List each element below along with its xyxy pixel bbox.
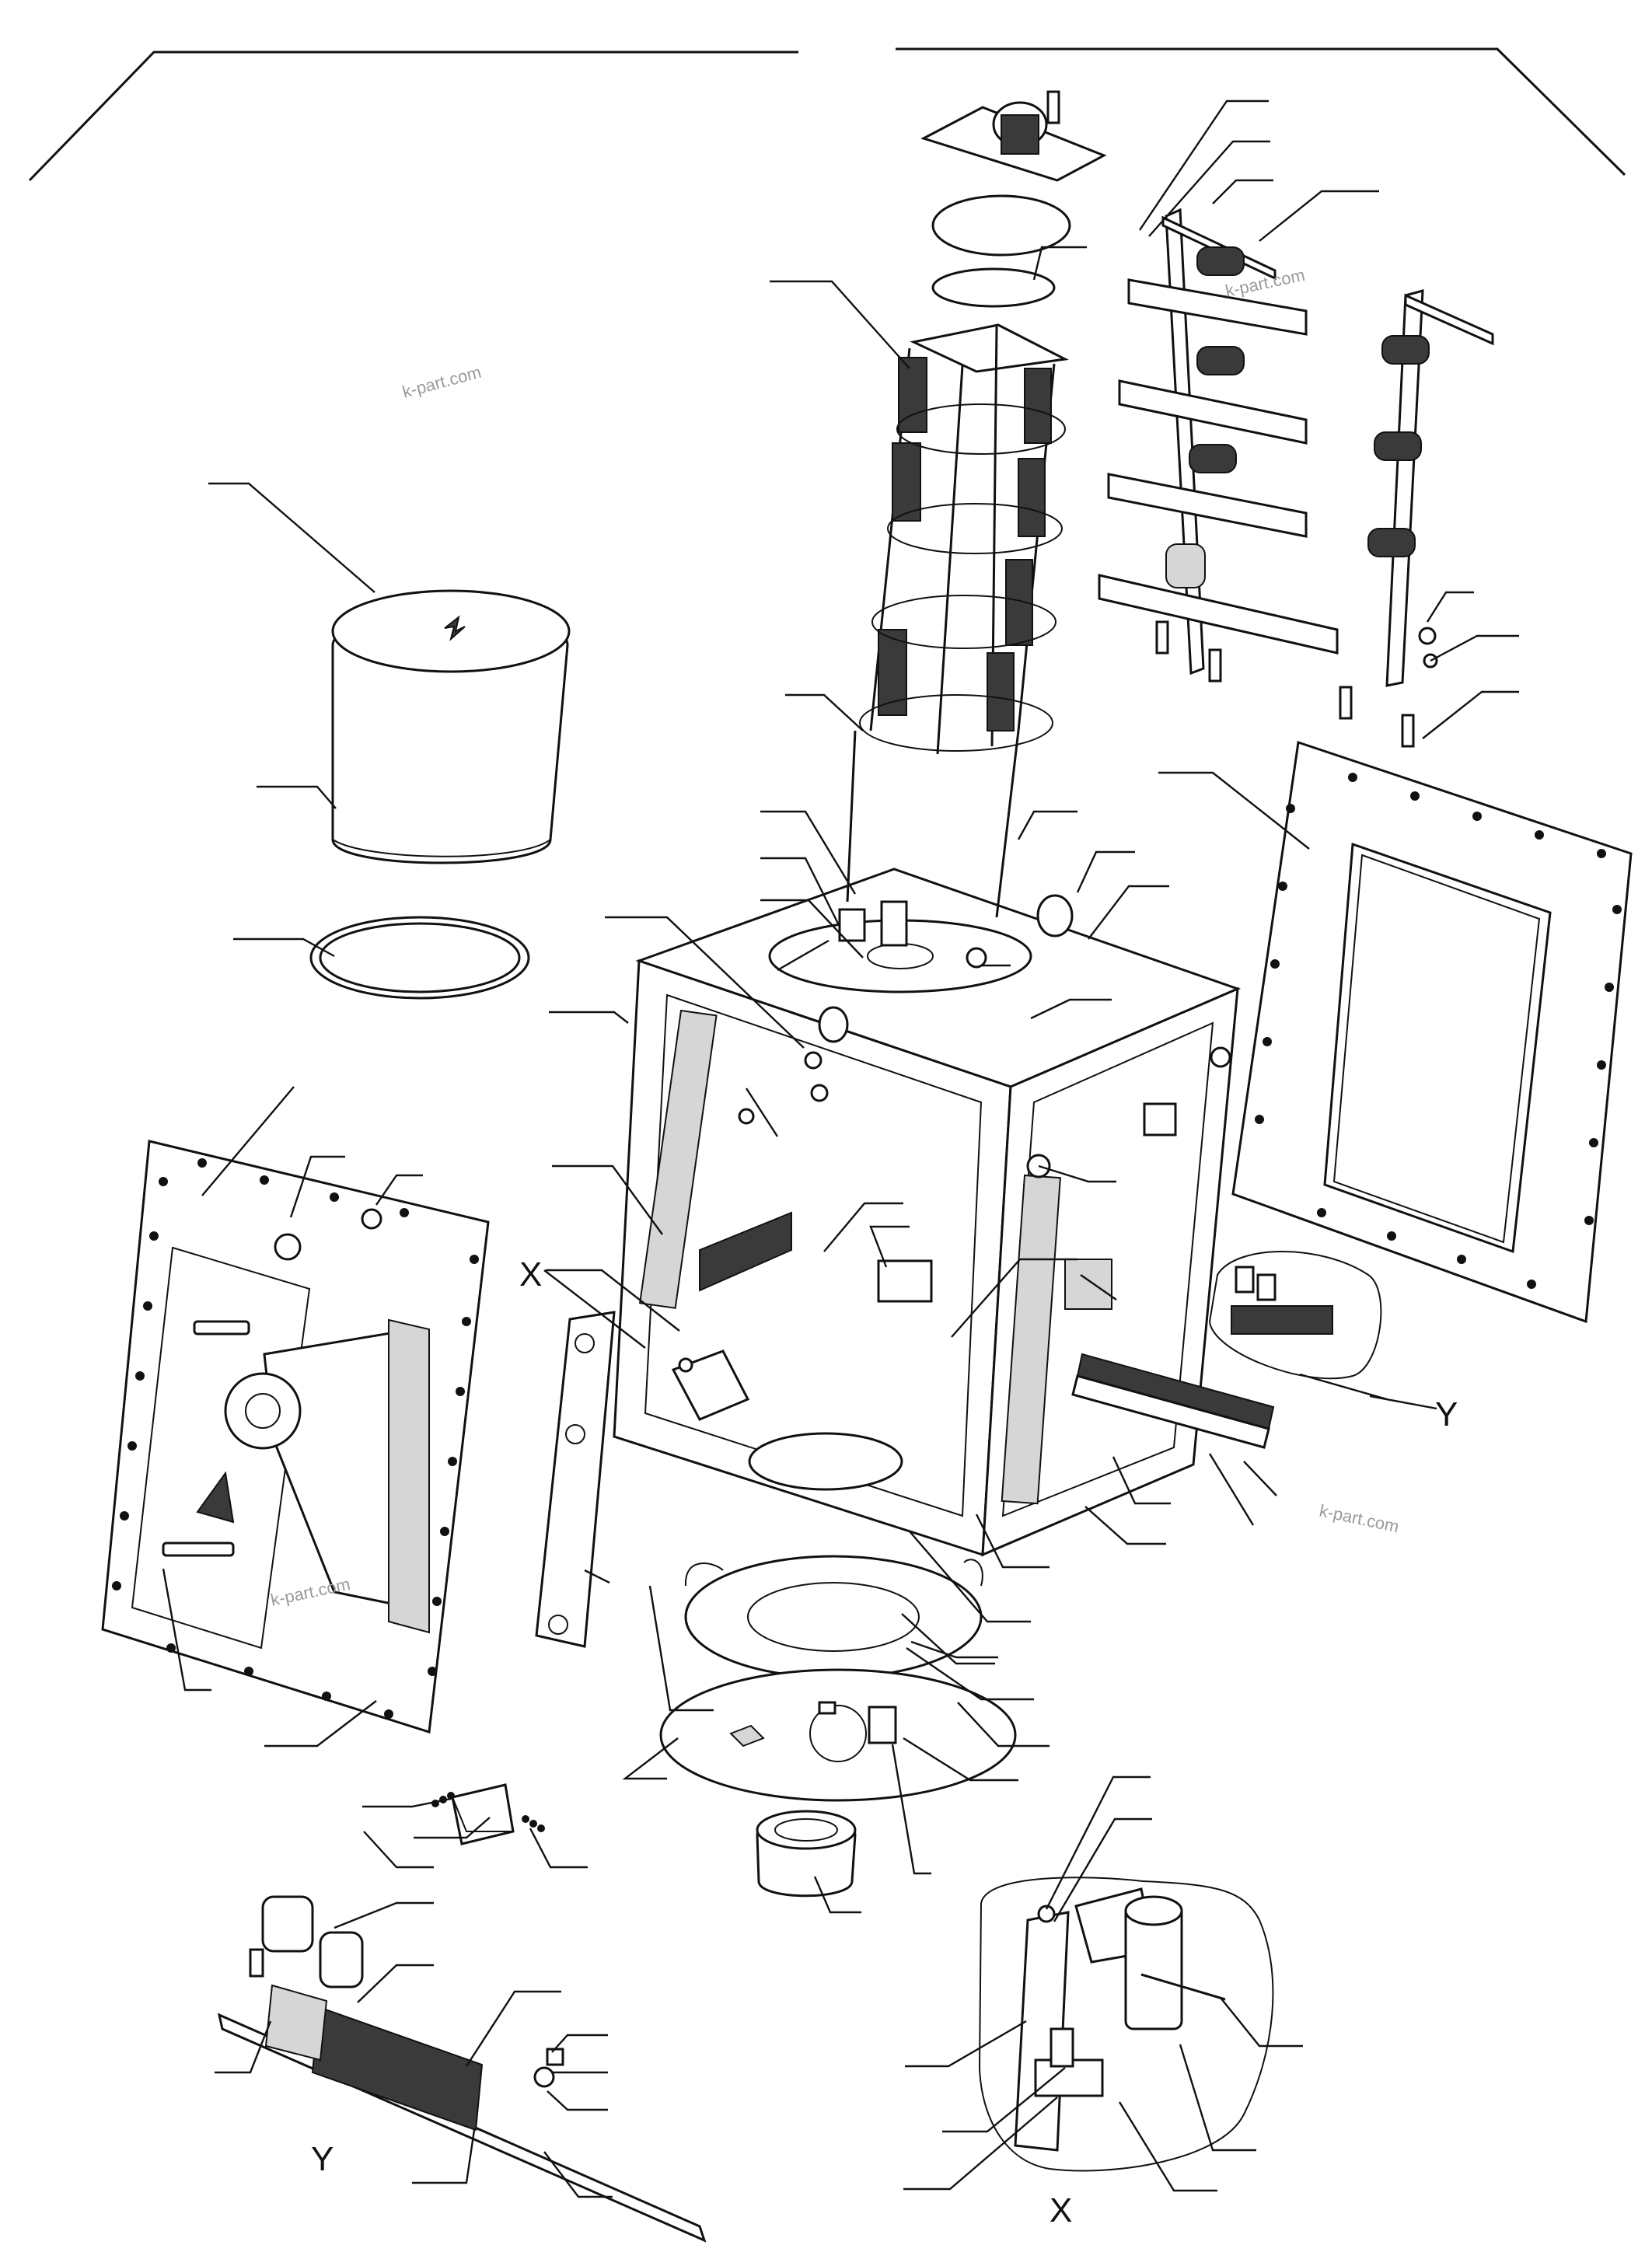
mounting-bracket [431, 1783, 545, 1845]
cylinder-cover [331, 589, 571, 864]
detail-y-callout: Y [1435, 1395, 1458, 1433]
detail-y-view [217, 1895, 707, 2243]
tank-frame [613, 868, 1242, 1557]
tap-selector-column [846, 90, 1107, 918]
detail-y-bubble [1208, 1251, 1382, 1380]
frame-lines [28, 47, 1626, 182]
watermark-text: k-part.com [1318, 1500, 1401, 1536]
insulator-stacks [878, 357, 1052, 731]
diverter-switch-assembly [1098, 208, 1494, 748]
left-cover-plate [101, 1140, 490, 1734]
detail-x-view [978, 1877, 1274, 2172]
watermark-text: k-part.com [400, 362, 484, 402]
right-cover-plate [1231, 741, 1633, 1324]
bottom-flange-assembly [659, 1555, 1017, 1898]
leader-lines [162, 100, 1519, 2198]
detail-y-title: Y [311, 2140, 334, 2178]
detail-x-title: X [1050, 2191, 1072, 2229]
detail-x-callout: X [519, 1255, 542, 1294]
seal-ring [309, 916, 530, 1000]
vertical-terminal-strip [535, 1311, 616, 1648]
contact-rail [1071, 1353, 1275, 1449]
